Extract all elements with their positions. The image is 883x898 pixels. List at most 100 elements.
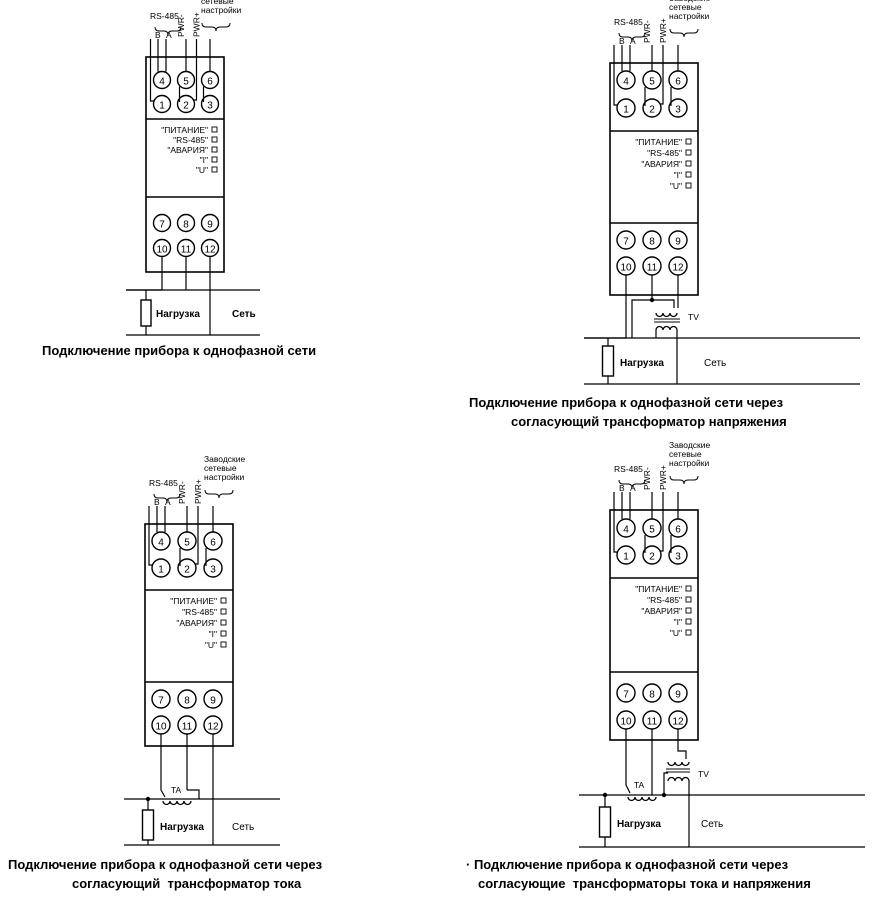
label-pwr-plus: PWR+	[193, 479, 203, 504]
device-body	[145, 56, 225, 273]
ta-label: TA	[634, 780, 645, 790]
label-a: A	[630, 483, 636, 493]
indicator-i-label: "I"	[209, 629, 217, 639]
terminal-circle	[668, 230, 688, 250]
terminal-number: 8	[649, 690, 655, 701]
indicator-i-label: "I"	[674, 170, 682, 180]
indicator-alarm-label: "АВАРИЯ"	[641, 159, 682, 169]
terminal-2: 2	[176, 94, 196, 114]
load-label: Нагрузка	[160, 822, 204, 833]
ta-label: TA	[171, 785, 182, 795]
terminal-number: 2	[649, 552, 655, 563]
terminal-number: 8	[183, 220, 189, 231]
indicator-u-label: "U"	[196, 165, 208, 175]
wire-11	[631, 275, 653, 338]
wire-11b	[187, 789, 200, 799]
indicator-i-label: "I"	[674, 617, 682, 627]
terminal-number: 1	[158, 565, 164, 576]
terminal-11: 11	[642, 256, 662, 276]
label-b: B	[619, 36, 625, 46]
terminal-number: 11	[647, 263, 658, 274]
terminal-4: 4	[616, 518, 636, 538]
terminal-6: 6	[668, 518, 688, 538]
terminal-circle	[668, 545, 688, 565]
factory-label-2: сетевые	[669, 2, 702, 12]
factory-label-1: Заводские	[669, 440, 710, 450]
rs485-label: RS-485	[614, 464, 643, 474]
indicator-u-led	[685, 629, 692, 636]
ta-coil	[162, 800, 192, 806]
terminal-number: 11	[647, 717, 658, 728]
terminal-number: 4	[623, 525, 629, 536]
terminal-number: 7	[158, 696, 164, 707]
lead-wire	[148, 506, 153, 566]
caption-current-transformer-line1: Подключение прибора к однофазной сети че…	[8, 857, 323, 872]
indicator-power-led	[685, 585, 692, 592]
wire-12	[677, 729, 687, 759]
terminal-number: 5	[649, 77, 655, 88]
rs485-label: RS-485	[149, 478, 178, 488]
terminal-circle	[177, 689, 197, 709]
caption-current-transformer-line2: согласующий трансформатор тока	[72, 876, 302, 891]
terminal-circle	[152, 70, 172, 90]
label-b: B	[619, 483, 625, 493]
factory-label-1: Заводские	[204, 454, 245, 464]
terminal-number: 3	[675, 552, 681, 563]
terminal-number: 1	[623, 105, 629, 116]
terminal-number: 6	[207, 77, 213, 88]
terminal-number: 3	[210, 565, 216, 576]
label-pwr-plus: PWR+	[658, 465, 668, 490]
caption-current-voltage-line2: согласующие трансформаторы тока и напряж…	[478, 876, 811, 891]
terminal-circle	[668, 98, 688, 118]
terminal-number: 10	[620, 717, 632, 728]
terminal-12: 12	[203, 715, 223, 735]
terminal-number: 4	[623, 77, 629, 88]
terminal-number: 4	[159, 77, 165, 88]
terminal-number: 10	[620, 263, 632, 274]
tv-coil-upper	[655, 312, 678, 318]
terminal-number: 9	[207, 220, 213, 231]
factory-brace	[669, 28, 699, 38]
wire-10	[625, 729, 631, 794]
terminal-5: 5	[177, 531, 197, 551]
label-pwr-plus: PWR+	[658, 18, 668, 43]
label-pwr-minus: PWR-	[642, 20, 652, 43]
wire-tv	[663, 772, 668, 795]
indicator-i-led	[685, 171, 692, 178]
rs485-label: RS-485	[614, 17, 643, 27]
indicator-u-led	[220, 641, 227, 648]
indicator-rs485-led	[685, 596, 692, 603]
terminal-5: 5	[176, 70, 196, 90]
indicator-u-led	[685, 182, 692, 189]
terminal-7: 7	[616, 230, 636, 250]
indicator-rs485-label: "RS-485"	[173, 135, 208, 145]
indicator-i-led	[211, 156, 218, 163]
factory-brace	[669, 475, 699, 485]
terminal-number: 11	[182, 722, 193, 733]
label-b: B	[155, 30, 161, 40]
terminal-circle	[200, 213, 220, 233]
rs485-brace	[153, 493, 181, 503]
terminal-1: 1	[616, 98, 636, 118]
terminal-number: 9	[675, 237, 681, 248]
load-resistor	[598, 806, 612, 838]
terminal-12: 12	[668, 710, 688, 730]
caption-current-voltage-line1: · Подключение прибора к однофазной сети …	[466, 857, 789, 872]
rs485-brace	[618, 479, 646, 489]
factory-label-3: настройки	[204, 472, 244, 482]
terminal-circle	[616, 70, 636, 90]
load-label: Нагрузка	[617, 819, 661, 830]
indicator-rs485-label: "RS-485"	[182, 607, 217, 617]
terminal-8: 8	[176, 213, 196, 233]
terminal-circle	[152, 94, 172, 114]
load-label: Нагрузка	[156, 309, 200, 320]
caption-voltage-transformer-line2: согласующий трансформатор напряжения	[511, 414, 787, 429]
terminal-1: 1	[152, 94, 172, 114]
terminal-7: 7	[152, 213, 172, 233]
terminal-number: 2	[184, 565, 190, 576]
terminal-number: 2	[183, 101, 189, 112]
terminal-circle	[642, 683, 662, 703]
